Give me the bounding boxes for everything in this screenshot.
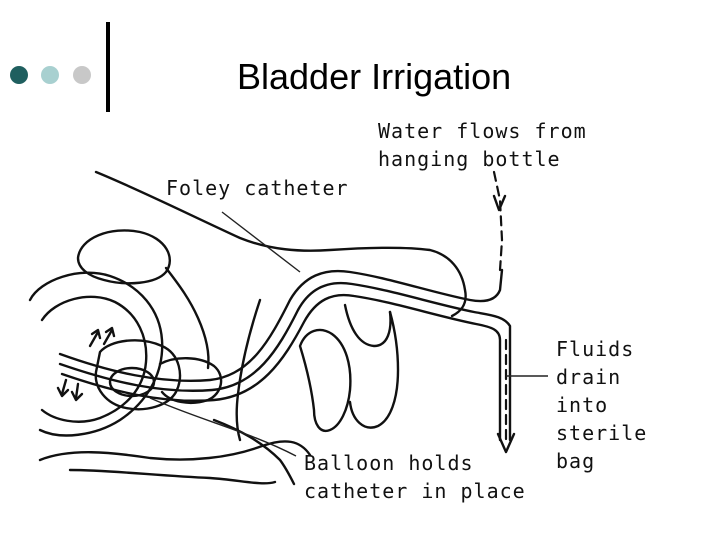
label-fluids-line3: into <box>556 393 608 417</box>
outflow-arrow <box>496 338 548 454</box>
label-fluids-line1: Fluids <box>556 337 634 361</box>
label-water-line2: hanging bottle <box>378 147 561 171</box>
label-fluids-line4: sterile <box>556 421 647 445</box>
title-divider <box>106 22 110 112</box>
slide-title: Bladder Irrigation <box>237 56 512 97</box>
bladder-flow-arrows <box>56 326 116 402</box>
bullet-dot-light <box>41 66 59 84</box>
bullet-dot-dark <box>10 66 28 84</box>
label-fluids-line2: drain <box>556 365 621 389</box>
label-foley-catheter: Foley catheter <box>166 176 349 200</box>
label-balloon-line2: catheter in place <box>304 479 526 503</box>
inflow-arrow <box>492 170 507 272</box>
label-balloon-line1: Balloon holds <box>304 451 474 475</box>
label-water-line1: Water flows from <box>378 119 587 143</box>
anatomy-outline <box>28 170 467 486</box>
leader-lines <box>149 211 301 457</box>
bullet-dot-gray <box>73 66 91 84</box>
label-fluids-line5: bag <box>556 449 595 473</box>
catheter-tube <box>58 268 512 442</box>
catheter-balloon <box>108 366 156 398</box>
